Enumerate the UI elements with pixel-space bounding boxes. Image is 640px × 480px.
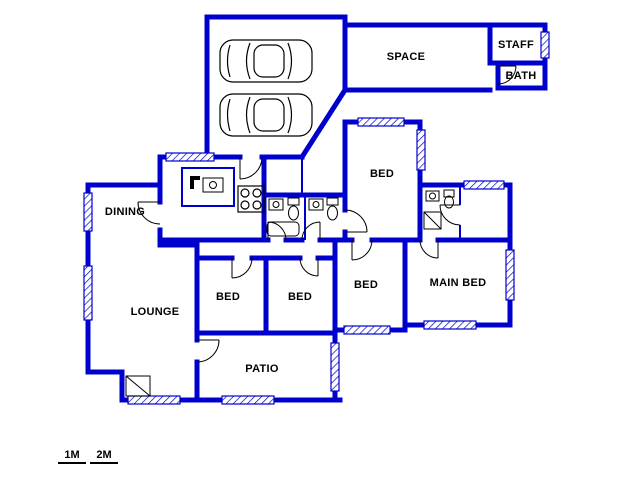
car-icon xyxy=(219,93,313,137)
door-arc xyxy=(137,65,517,363)
kitchen-sink-icon xyxy=(190,176,224,193)
window-symbol xyxy=(83,31,550,405)
kitchen-counter xyxy=(181,167,235,207)
scale-label-1m: 1M xyxy=(64,449,80,461)
room-label-staff: STAFF xyxy=(497,39,535,51)
shower-icon xyxy=(423,211,442,230)
walls-thick xyxy=(85,14,548,403)
walls-thin xyxy=(181,157,461,240)
room-label-bed-middle: BED xyxy=(287,291,313,303)
basin-icon xyxy=(268,198,324,211)
basin-icon xyxy=(425,190,440,202)
room-label-bed-east: BED xyxy=(353,279,379,291)
room-label-bed-north: BED xyxy=(369,168,395,180)
stove-icon xyxy=(237,185,265,213)
bathtub-icon xyxy=(266,221,300,237)
room-label-staff-bath: BATH xyxy=(505,70,537,82)
room-label-bed-west: BED xyxy=(215,291,241,303)
room-label-dining: DINING xyxy=(104,206,146,218)
room-label-patio: PATIO xyxy=(245,363,279,375)
car-icon xyxy=(219,39,313,83)
room-label-lounge: LOUNGE xyxy=(130,306,180,318)
toilet-icon xyxy=(287,197,339,221)
room-label-space: SPACE xyxy=(386,51,426,63)
toilet-icon xyxy=(443,189,455,209)
step-detail xyxy=(125,375,151,397)
room-label-main-bed: MAIN BED xyxy=(429,277,487,289)
scale-label-2m: 2M xyxy=(96,449,112,461)
